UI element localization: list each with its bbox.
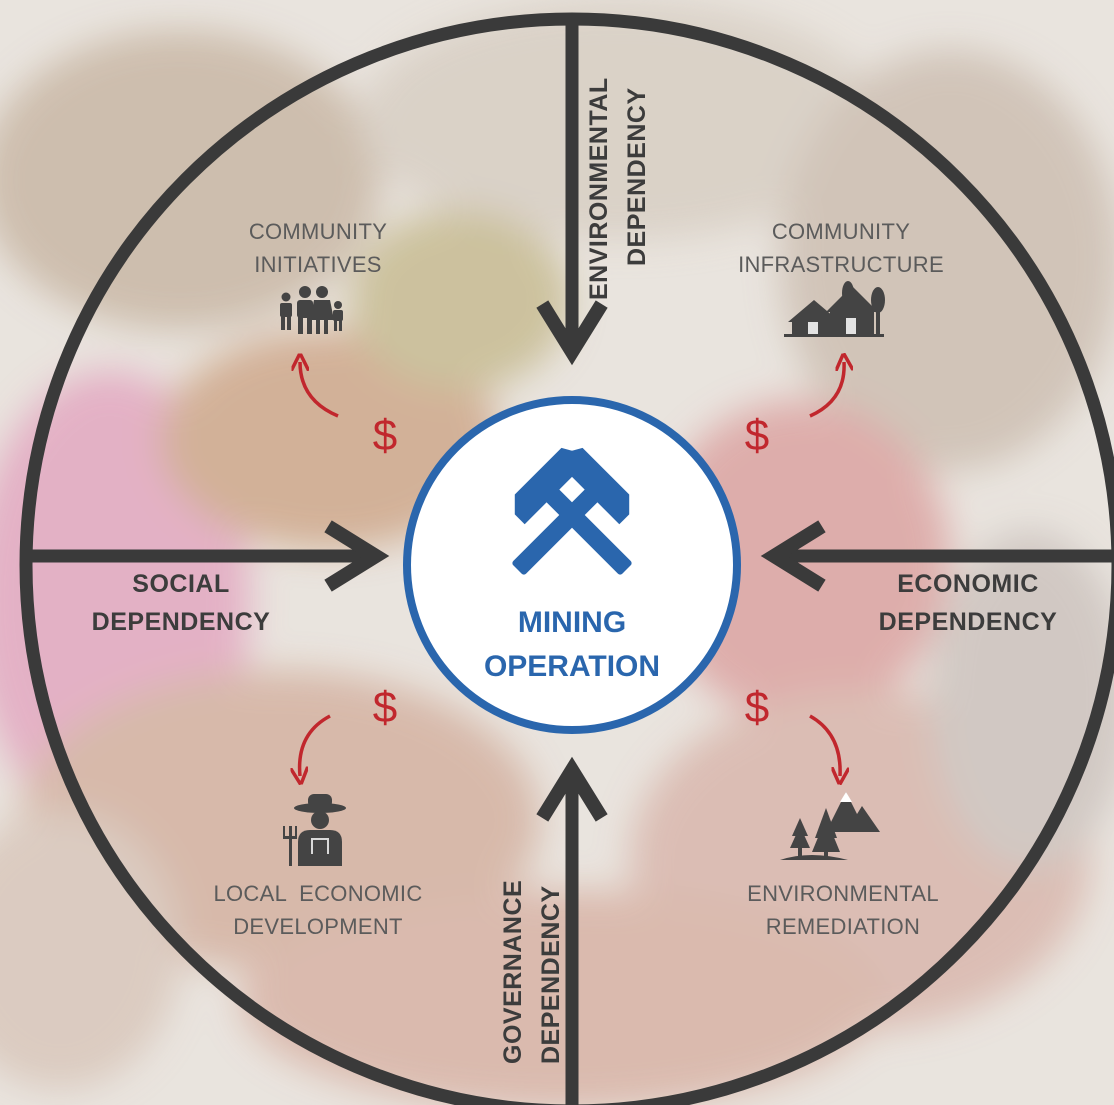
center-circle (403, 396, 741, 734)
social-dependency-line2: DEPENDENCY (92, 608, 271, 636)
red-arrow-environmental-remediation (809, 714, 840, 776)
houses-icon (784, 281, 885, 337)
farmer-icon (283, 794, 346, 866)
crossed-hammers-icon (512, 447, 632, 575)
arrowhead-right (760, 520, 826, 592)
arrowhead-bottom (536, 756, 608, 822)
dollar-sign-top-left: $ (373, 411, 397, 460)
center-label-line1: MINING (518, 606, 626, 639)
family-icon (280, 286, 343, 334)
local-economic-development-line1: LOCAL ECONOMIC (213, 881, 422, 906)
environmental-remediation-line1: ENVIRONMENTAL (747, 881, 939, 906)
economic-dependency-line2: DEPENDENCY (879, 608, 1058, 636)
community-infrastructure-line2: INFRASTRUCTURE (738, 252, 944, 277)
center-label-line2: OPERATION (484, 650, 660, 683)
red-arrow-community-infrastructure (809, 362, 844, 418)
red-arrow-community-initiatives (300, 362, 339, 418)
community-initiatives-line1: COMMUNITY (249, 219, 387, 244)
environmental-remediation-line2: REMEDIATION (766, 914, 920, 939)
community-initiatives-line2: INITIATIVES (254, 252, 382, 277)
red-arrow-local-economic-development (300, 714, 331, 776)
governance-dependency-line2: DEPENDENCY (537, 885, 565, 1064)
community-infrastructure-line1: COMMUNITY (772, 219, 910, 244)
dollar-sign-top-right: $ (745, 411, 769, 460)
environmental-dependency-line1: ENVIRONMENTAL (585, 77, 613, 300)
local-economic-development-line2: DEVELOPMENT (233, 914, 403, 939)
social-dependency-line1: SOCIAL (132, 570, 229, 598)
dollar-sign-bottom-left: $ (373, 683, 397, 732)
arrowhead-left (324, 520, 390, 592)
dollar-sign-bottom-right: $ (745, 683, 769, 732)
arrowhead-top (536, 300, 608, 366)
governance-dependency-line1: GOVERNANCE (499, 880, 527, 1064)
economic-dependency-line1: ECONOMIC (897, 570, 1039, 598)
mountains-trees-icon (780, 792, 880, 860)
environmental-dependency-line2: DEPENDENCY (623, 87, 651, 266)
